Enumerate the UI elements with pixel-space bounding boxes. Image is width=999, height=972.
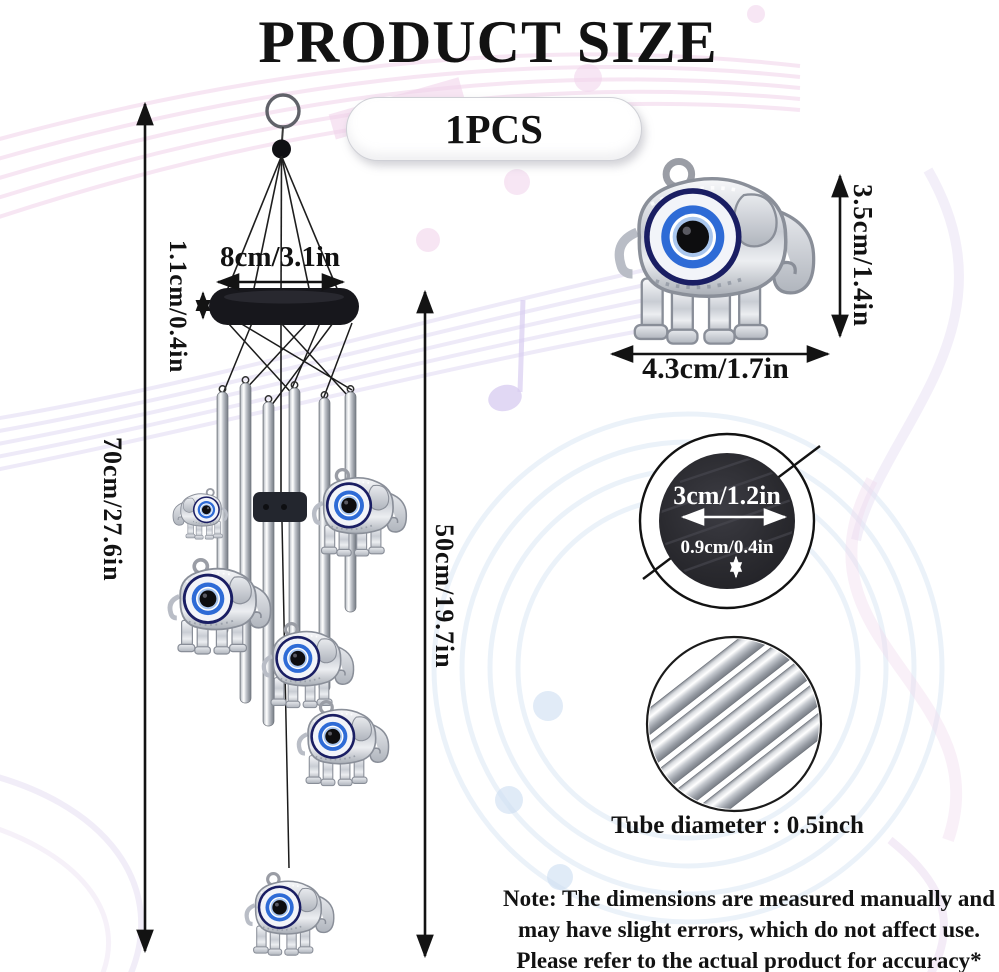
clapper-disc [253,492,307,522]
tube-strings [221,322,353,411]
tube-diameter-label: Tube diameter : 0.5inch [611,812,864,839]
cap-height-label: 1.1cm/0.4in [164,240,191,374]
elephant-charm-icon [264,624,354,708]
note-line-1: Note: The dimensions are measured manual… [503,886,995,911]
elephant-charm-icon [247,874,334,956]
total-length-label: 70cm/27.6in [98,437,127,582]
quantity-badge-label: 1PCS [445,106,543,152]
page-title: PRODUCT SIZE [258,9,718,75]
tubes-detail-circle [645,635,823,813]
note-line-2: may have slight errors, which do not aff… [517,917,981,942]
elephant-charm-icon [170,560,271,654]
elephant-detail-icon [619,161,813,343]
tube-section-length-label: 50cm/19.7in [430,524,459,669]
disc-diameter-label: 3cm/1.2in [673,481,781,510]
hanger-width-label: 8cm/3.1in [219,241,341,273]
elephant-width-label: 4.3cm/1.7in [642,352,789,385]
elephant-charm-icon [299,702,389,786]
wind-chime-illustration [170,93,406,956]
wind-catcher-detail-circle [638,432,821,610]
hanger-strings [223,155,342,299]
elephant-height-label: 3.5cm/1.4in [848,184,878,327]
quantity-badge: 1PCS [346,97,642,161]
dimension-arrows [136,101,849,959]
note-text: Note: The dimensions are measured manual… [498,883,999,972]
hanger-bead [272,139,291,159]
note-line-3: Please refer to the actual product for a… [516,948,982,972]
disc-thickness-label: 0.9cm/0.4in [680,537,774,558]
